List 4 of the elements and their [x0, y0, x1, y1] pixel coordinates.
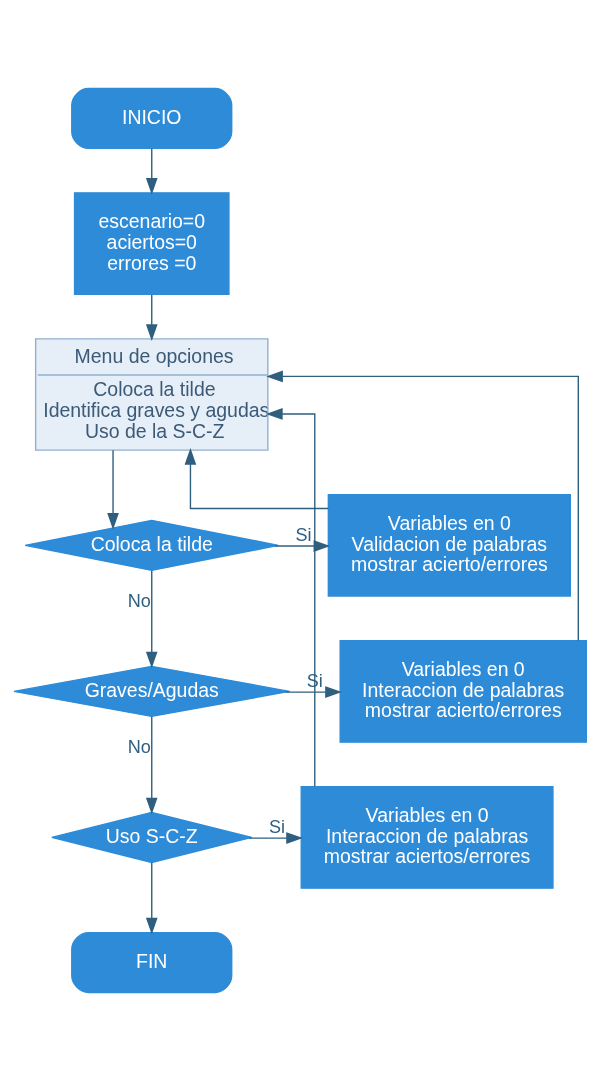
edge-label: Si — [269, 817, 286, 838]
edge-label: No — [127, 590, 151, 611]
edge-label: No — [127, 736, 151, 757]
edge-label: Si — [295, 525, 312, 546]
